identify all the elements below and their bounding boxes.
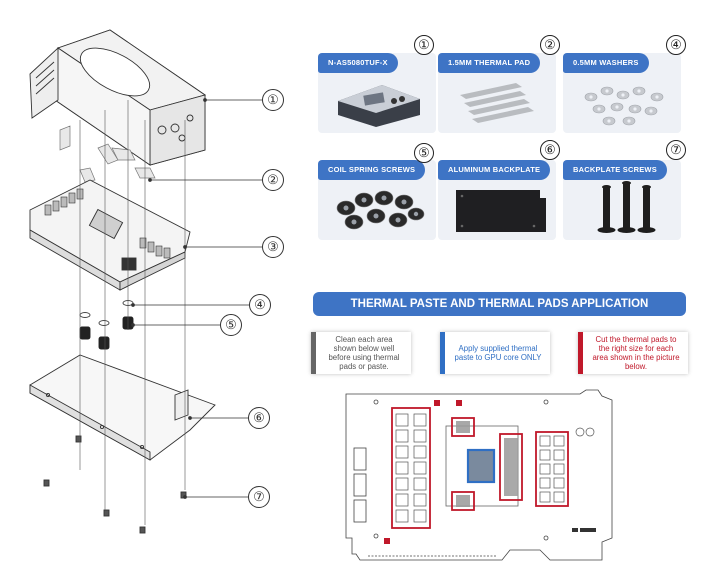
washers-image xyxy=(584,86,664,126)
part-number-7: ⑦ xyxy=(666,140,686,160)
backplate-screws-image xyxy=(597,181,656,233)
waterblock-part xyxy=(29,29,207,166)
gpu-core-paste-area xyxy=(466,448,496,484)
instruction-text: Apply supplied thermal paste to GPU core… xyxy=(454,344,542,362)
part-card-washers: 0.5MM WASHERS xyxy=(563,53,681,133)
backplate-screws xyxy=(43,435,187,534)
part-label: N-AS5080TUF-X xyxy=(318,53,398,73)
callout-2: ② xyxy=(262,169,284,191)
coil-spring-screws xyxy=(79,316,134,350)
instruction-bar-blue xyxy=(440,332,445,374)
part-card-waterblock: N-AS5080TUF-X xyxy=(318,53,436,133)
pcb-part xyxy=(29,179,191,291)
part-number-1: ① xyxy=(414,35,434,55)
callout-6: ⑥ xyxy=(248,407,270,429)
callout-4: ④ xyxy=(249,294,271,316)
part-number-2: ② xyxy=(540,35,560,55)
part-card-backplate-screws: BACKPLATE SCREWS xyxy=(563,160,681,240)
part-label: BACKPLATE SCREWS xyxy=(563,160,667,180)
part-number-5: ⑤ xyxy=(414,143,434,163)
part-card-aluminum-backplate: ALUMINUM BACKPLATE xyxy=(438,160,556,240)
instruction-text: Clean each area shown below well before … xyxy=(328,335,400,371)
part-label: ALUMINUM BACKPLATE xyxy=(438,160,551,180)
part-number-4: ④ xyxy=(666,35,686,55)
application-banner: THERMAL PASTE AND THERMAL PADS APPLICATI… xyxy=(313,292,686,316)
part-card-coil-spring-screws: COIL SPRING SCREWS xyxy=(318,160,436,240)
callout-3: ③ xyxy=(262,236,284,258)
part-label: COIL SPRING SCREWS xyxy=(318,160,426,180)
pcb-layout-diagram xyxy=(345,389,613,561)
instruction-paste: Apply supplied thermal paste to GPU core… xyxy=(440,332,550,374)
part-label: 0.5MM WASHERS xyxy=(563,53,649,73)
part-label: 1.5MM THERMAL PAD xyxy=(438,53,541,73)
instruction-pads: Cut the thermal pads to the right size f… xyxy=(578,332,688,374)
coil-spring-screws-image xyxy=(336,190,425,230)
instruction-clean: Clean each area shown below well before … xyxy=(311,332,411,374)
backplate-part xyxy=(29,354,216,461)
thermal-pads-layer xyxy=(59,125,156,183)
part-card-thermal-pad: 1.5MM THERMAL PAD xyxy=(438,53,556,133)
exploded-assembly-diagram xyxy=(29,29,262,534)
part-number-6: ⑥ xyxy=(540,140,560,160)
instruction-text: Cut the thermal pads to the right size f… xyxy=(592,335,680,371)
callout-1: ① xyxy=(262,89,284,111)
callout-7: ⑦ xyxy=(248,486,270,508)
callout-5: ⑤ xyxy=(220,314,242,336)
aluminum-backplate-image xyxy=(456,190,546,232)
thermal-pad-image xyxy=(460,83,534,123)
instruction-bar-gray xyxy=(311,332,316,374)
waterblock-image xyxy=(338,85,420,127)
instruction-bar-red xyxy=(578,332,583,374)
